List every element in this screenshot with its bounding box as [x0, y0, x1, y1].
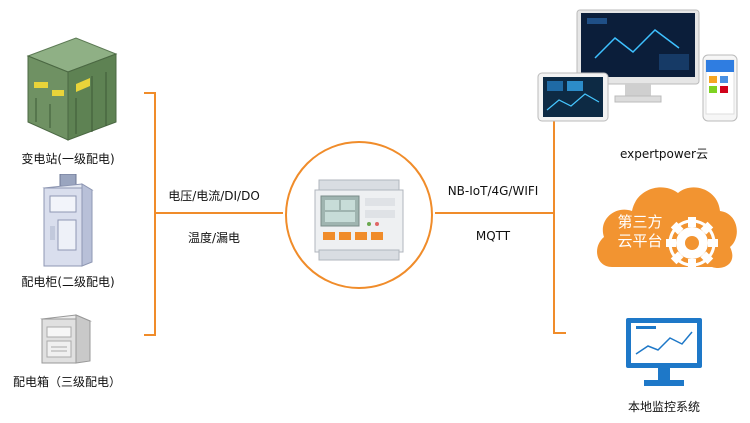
right-link-label-1: NB-IoT/4G/WIFI [447, 184, 539, 198]
tablet-icon [537, 72, 609, 122]
meter-device-icon [313, 178, 405, 262]
substation-icon [16, 36, 120, 142]
third-party-line-1: 第三方 [617, 213, 663, 231]
third-party-cloud-text: 第三方 云平台 [610, 213, 670, 251]
left-bracket [144, 92, 156, 336]
phone-icon [702, 54, 738, 122]
desktop-monitor-icon [575, 8, 703, 108]
expertpower-cloud-label: expertpower云 [619, 147, 708, 161]
local-monitor-label: 本地监控系统 [627, 400, 700, 414]
right-link-label-2: MQTT [475, 229, 511, 243]
distribution-box-label: 配电箱（三级配电） [12, 375, 121, 389]
right-bracket [553, 96, 566, 334]
third-party-line-2: 云平台 [617, 232, 663, 250]
left-link-label-2: 温度/漏电 [187, 231, 241, 245]
third-party-cloud-icon [592, 175, 742, 281]
substation-label: 变电站(一级配电) [21, 152, 115, 166]
left-link-label-1: 电压/电流/DI/DO [168, 189, 260, 203]
local-monitor-icon [624, 316, 704, 390]
distribution-cabinet-label: 配电柜(二级配电) [21, 275, 115, 289]
distribution-box-icon [36, 313, 96, 365]
distribution-cabinet-icon [40, 174, 96, 268]
